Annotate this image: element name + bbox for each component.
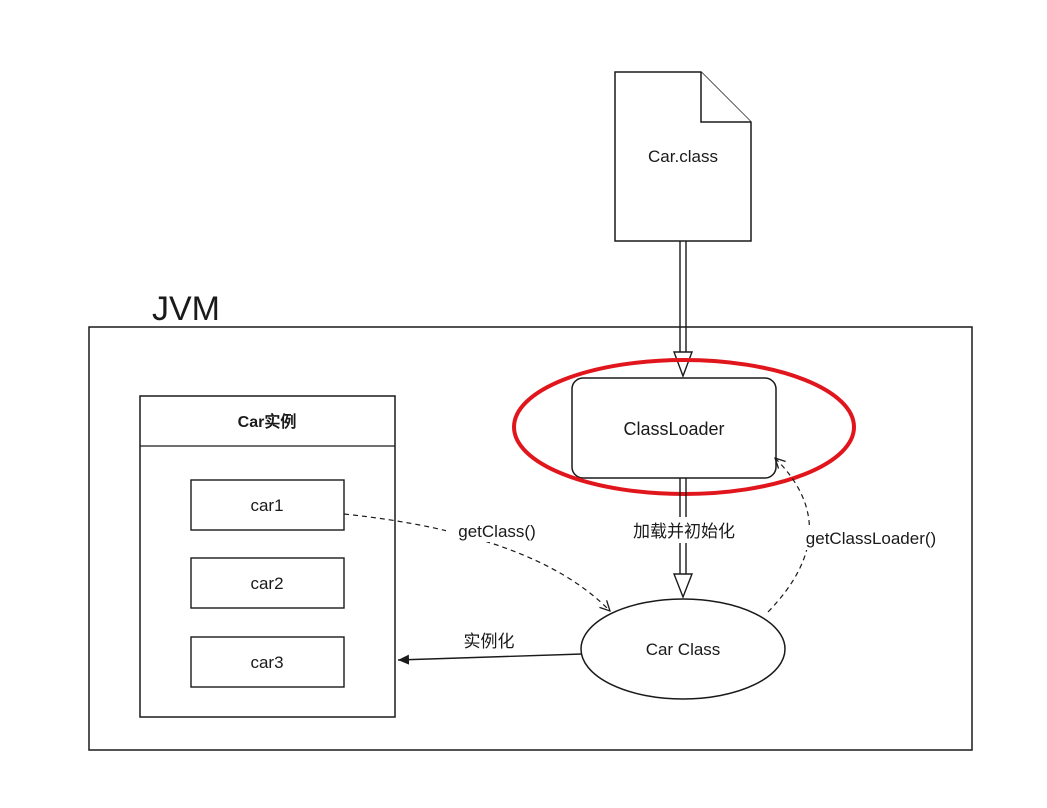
edge-file-to-classloader <box>672 241 694 378</box>
carclass-node[interactable]: Car Class <box>580 598 786 700</box>
hollow-arrowhead <box>672 351 694 378</box>
edge-label-instantiate: 实例化 <box>464 632 515 651</box>
edge-getclass <box>343 513 610 611</box>
class-file-node[interactable]: Car.class <box>614 71 752 242</box>
edge-label-bg <box>790 526 952 550</box>
instance-label: car3 <box>250 653 283 672</box>
file-fold-corner <box>700 72 751 123</box>
instance-car1[interactable]: car1 <box>190 479 345 531</box>
class-file-label: Car.class <box>648 147 718 166</box>
edge-label-getclass: getClass() <box>458 522 535 541</box>
edge-label-bg <box>616 517 752 543</box>
instance-label: car1 <box>250 496 283 515</box>
classloader-label: ClassLoader <box>623 419 724 439</box>
carclass-ellipse <box>580 598 786 700</box>
hollow-arrowhead <box>672 573 694 599</box>
jvm-label: JVM <box>152 290 220 328</box>
classloader-highlight <box>512 358 856 496</box>
classloader-node[interactable]: ClassLoader <box>571 377 777 479</box>
classloader-box <box>571 377 777 479</box>
edge-label-getclassloader: getClassLoader() <box>806 529 936 548</box>
instance-label: car2 <box>250 574 283 593</box>
instance-car2[interactable]: car2 <box>190 557 345 609</box>
instances-header: Car实例 <box>238 412 297 431</box>
edge-label-bg <box>446 518 548 542</box>
edge-label-load-init: 加载并初始化 <box>633 522 735 541</box>
carclass-label: Car Class <box>646 640 721 659</box>
instance-car3[interactable]: car3 <box>190 636 345 688</box>
edge-instantiate <box>397 653 583 665</box>
